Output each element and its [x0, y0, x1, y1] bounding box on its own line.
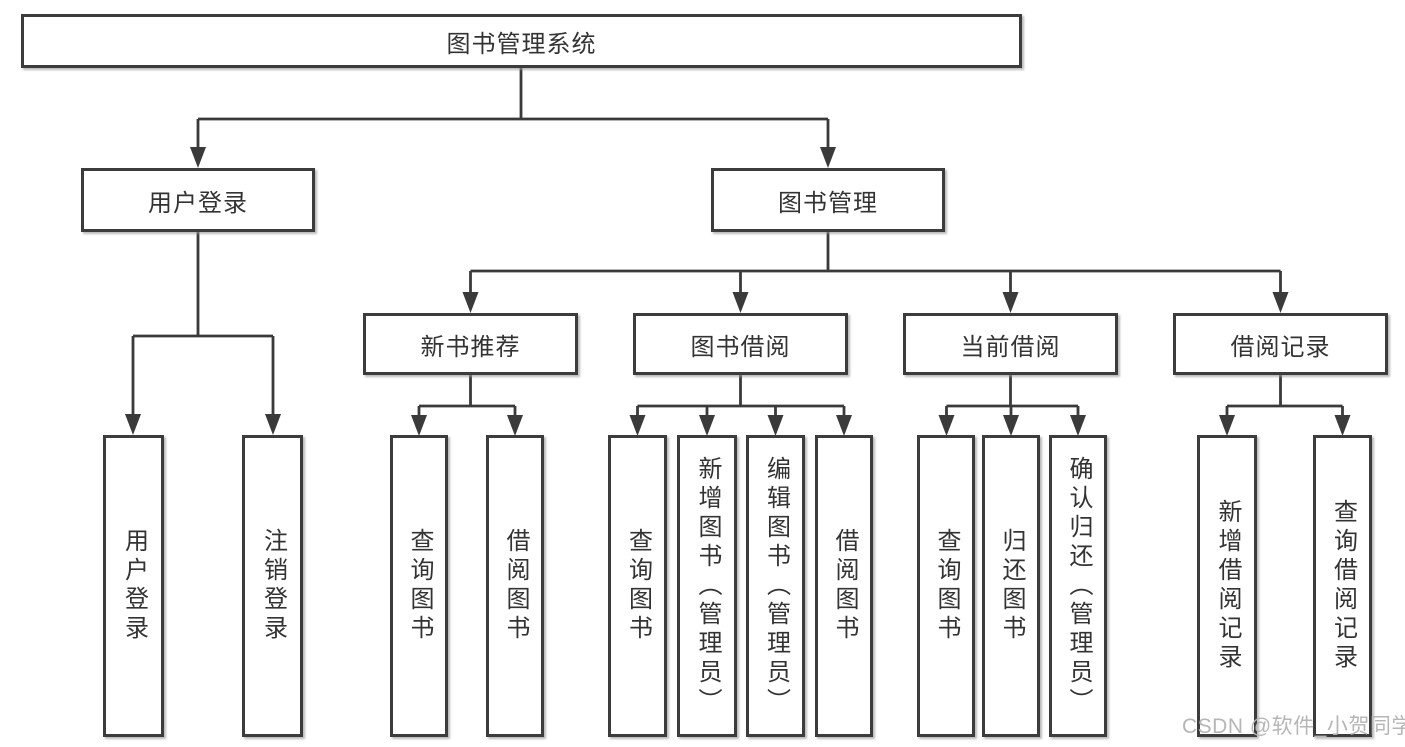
leaf-edit-books-admin: 编辑图书（管理员）	[746, 435, 805, 737]
leaf-borrow-books-label: 借阅图书	[831, 528, 858, 644]
node-new-book-recommend-label: 新书推荐	[420, 333, 521, 361]
node-borrow-records-label: 借阅记录	[1230, 333, 1331, 361]
leaf-query-borrow-record-label: 查询借阅记录	[1329, 499, 1357, 673]
node-library-system-label: 图书管理系统	[446, 30, 597, 58]
leaf-return-books: 归还图书	[982, 435, 1040, 737]
leaf-borrow-books: 借阅图书	[815, 435, 873, 737]
leaf-recommend-query-books-label: 查询图书	[406, 528, 433, 644]
leaf-borrow-query-books-label: 查询图书	[624, 528, 652, 644]
node-book-management: 图书管理	[711, 168, 945, 232]
leaf-user-login: 用户登录	[103, 435, 164, 737]
leaf-return-books-label: 归还图书	[998, 528, 1025, 644]
leaf-query-borrow-record: 查询借阅记录	[1313, 435, 1372, 737]
node-current-borrow: 当前借阅	[903, 313, 1118, 375]
csdn-watermark: CSDN @软件_小贺同学	[1182, 715, 1405, 738]
leaf-borrow-query-books: 查询图书	[608, 435, 667, 737]
leaf-logout-label: 注销登录	[259, 528, 287, 644]
node-library-system: 图书管理系统	[21, 14, 1022, 68]
leaf-add-books-admin: 新增图书（管理员）	[677, 435, 737, 737]
leaf-recommend-borrow-books-label: 借阅图书	[502, 528, 529, 644]
node-user-login: 用户登录	[81, 168, 315, 232]
node-book-borrow: 图书借阅	[633, 313, 848, 375]
leaf-add-borrow-record-label: 新增借阅记录	[1214, 499, 1241, 673]
leaf-current-query-books: 查询图书	[917, 435, 975, 737]
leaf-current-query-books-label: 查询图书	[933, 528, 960, 644]
node-borrow-records: 借阅记录	[1173, 313, 1388, 375]
node-new-book-recommend: 新书推荐	[363, 313, 578, 375]
leaf-recommend-borrow-books: 借阅图书	[486, 435, 544, 737]
leaf-confirm-return-admin: 确认归还（管理员）	[1049, 435, 1107, 737]
leaf-user-login-label: 用户登录	[120, 528, 148, 644]
leaf-add-books-admin-label: 新增图书（管理员）	[694, 455, 721, 717]
node-book-borrow-label: 图书借阅	[690, 333, 791, 361]
node-user-login-label: 用户登录	[148, 189, 248, 217]
leaf-confirm-return-admin-label: 确认归还（管理员）	[1065, 455, 1092, 717]
leaf-logout: 注销登录	[242, 435, 303, 737]
leaf-recommend-query-books: 查询图书	[390, 435, 448, 737]
node-current-borrow-label: 当前借阅	[960, 333, 1061, 361]
leaf-add-borrow-record: 新增借阅记录	[1197, 435, 1257, 737]
leaf-edit-books-admin-label: 编辑图书（管理员）	[762, 455, 790, 717]
node-book-management-label: 图书管理	[778, 189, 878, 217]
